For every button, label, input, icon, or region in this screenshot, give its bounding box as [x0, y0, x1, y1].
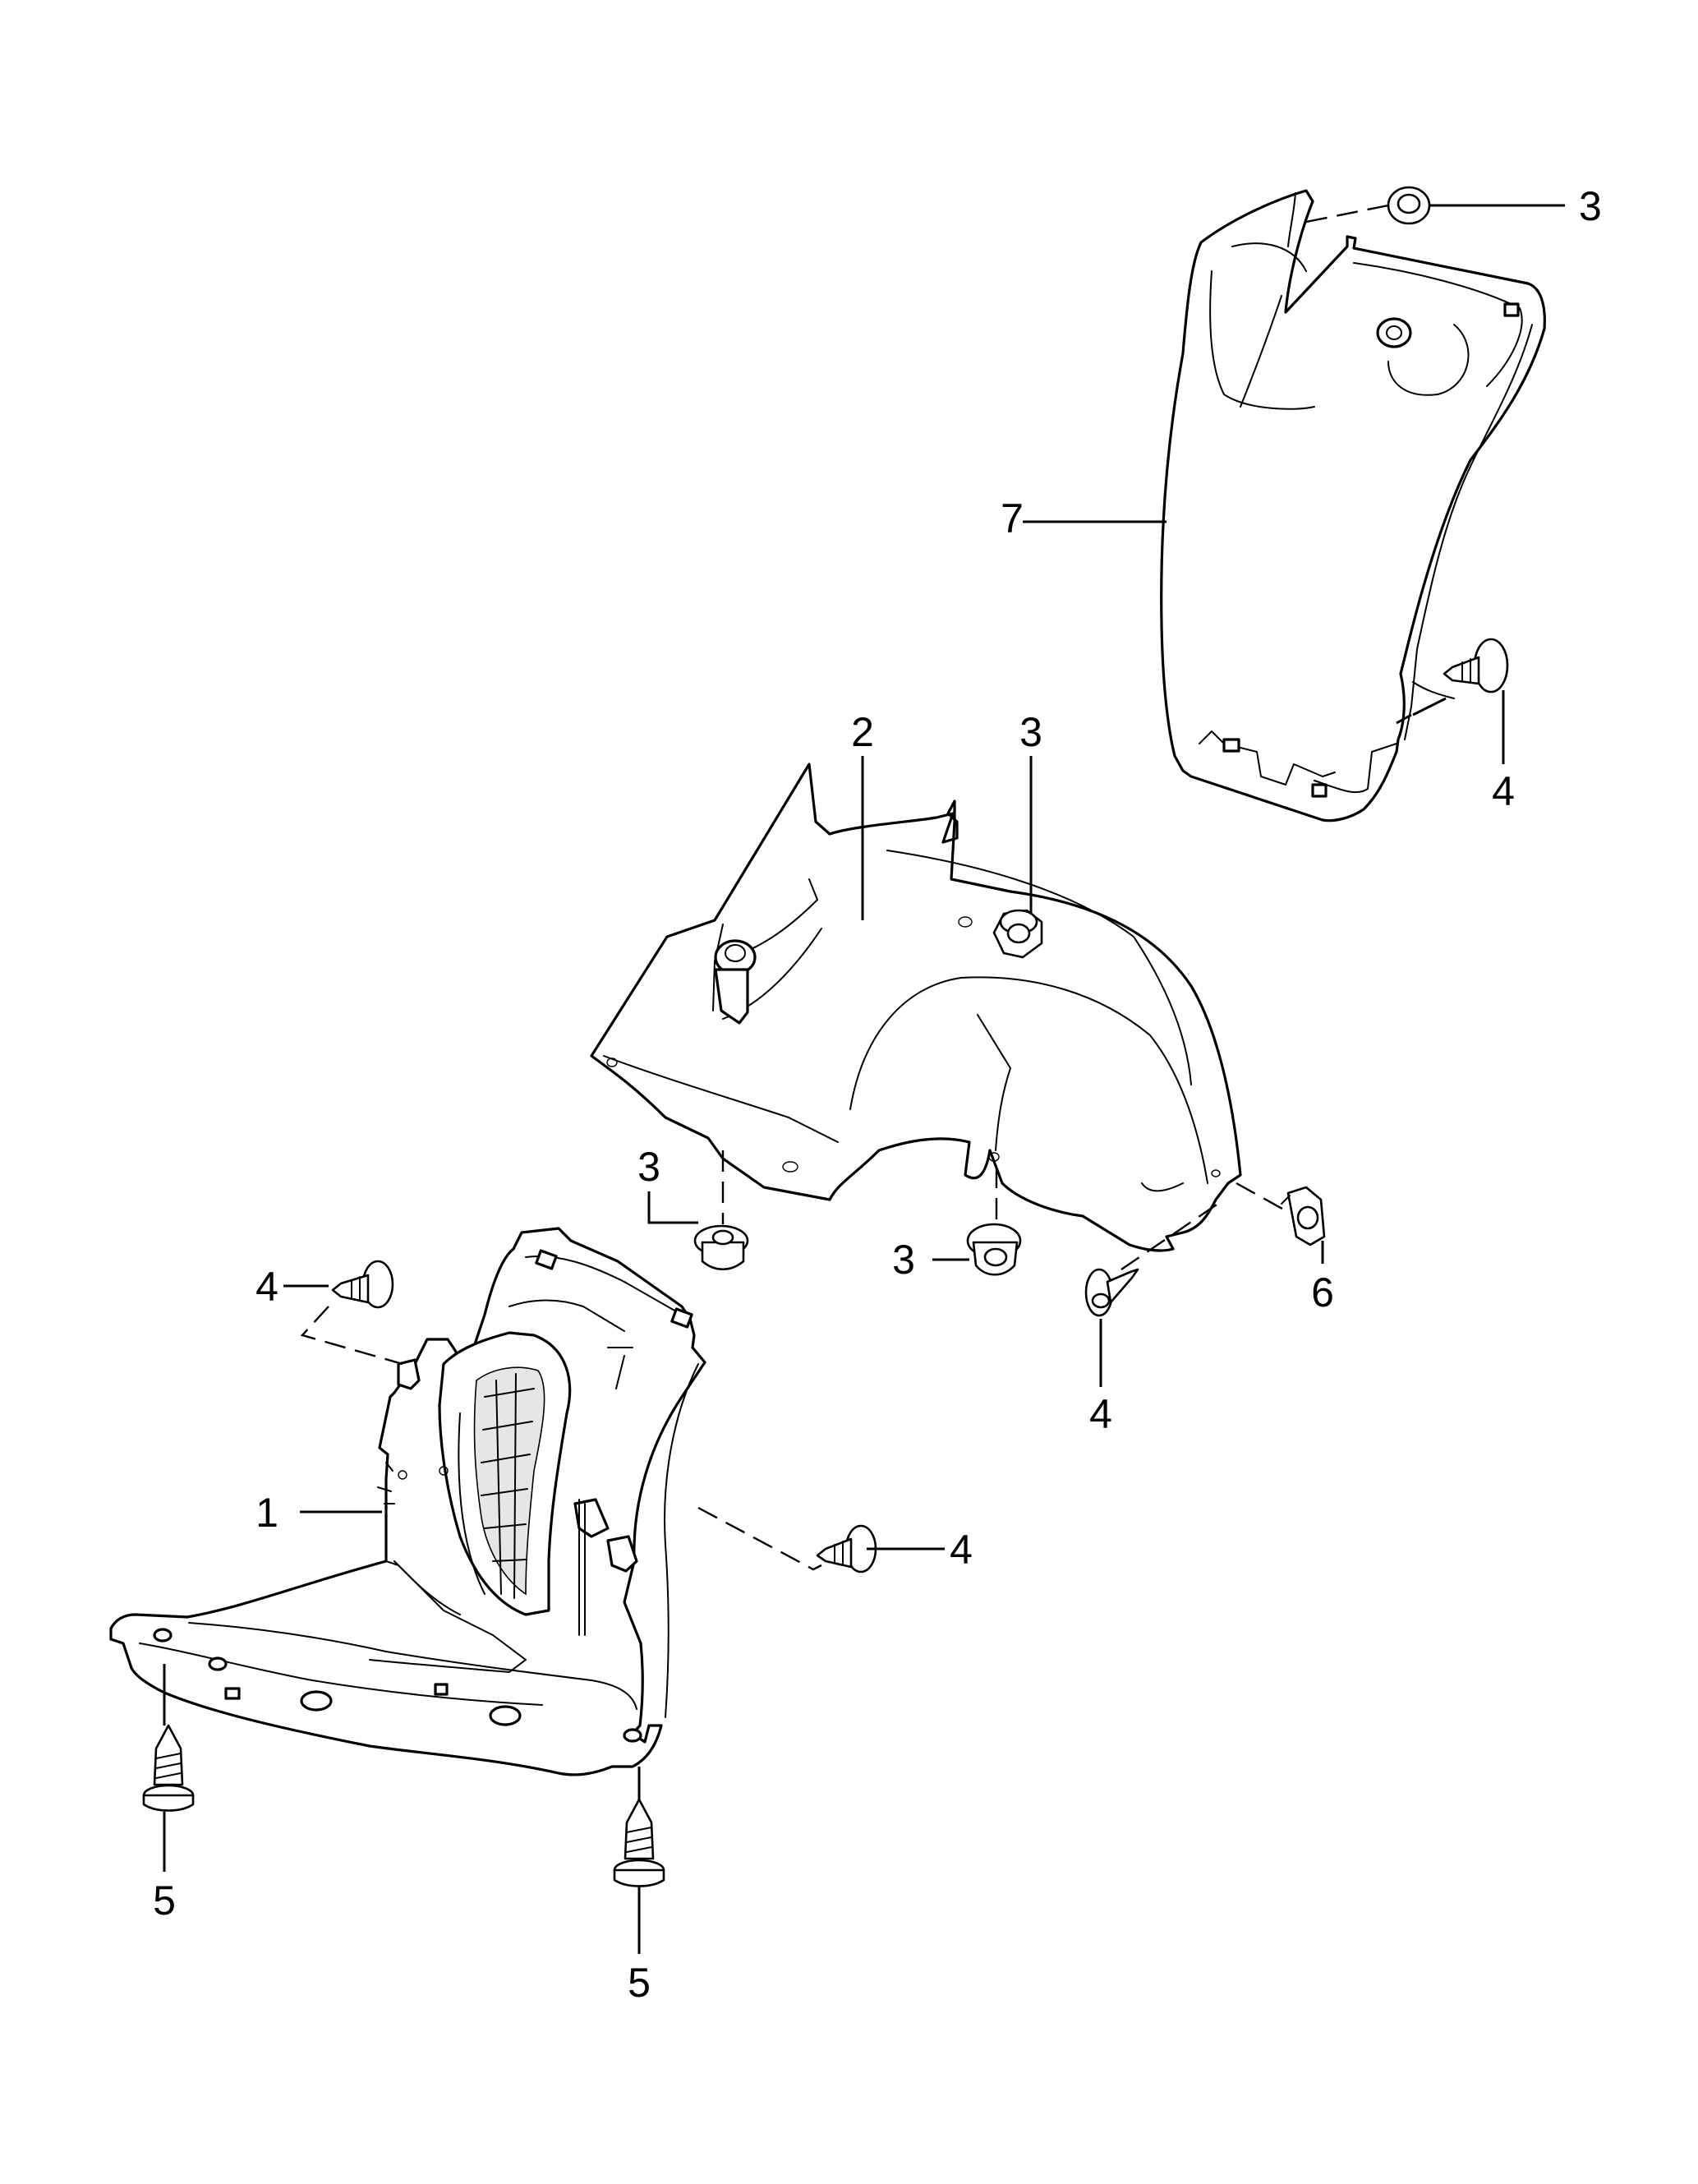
- callout-3-upper-middle: 3: [1019, 709, 1042, 755]
- nut-3-top: [1387, 186, 1431, 225]
- screw-4-left: [331, 1260, 394, 1309]
- screw-4-bottom-middle: [816, 1524, 877, 1573]
- nut-3-lower-right: [966, 1223, 1022, 1276]
- callout-4-top-right: 4: [1492, 768, 1515, 814]
- callout-6: 6: [1311, 1269, 1334, 1315]
- bolt-5-right: [613, 1798, 665, 1887]
- callout-1: 1: [255, 1490, 278, 1536]
- callout-labels: 1 2 3 3 3 3 4 4 4 4 5 5 6 7: [153, 183, 1602, 2006]
- nut-3-lower-left: [693, 1224, 749, 1271]
- part-2-wheel-housing-liner: [590, 763, 1242, 1252]
- leader-lines: [163, 204, 1565, 1954]
- part-1-wheel-housing-liner-duct: [109, 1227, 706, 1776]
- clip-nut-6: [1281, 1186, 1326, 1246]
- assembly-lines: [300, 204, 1389, 1571]
- callout-3-top: 3: [1579, 183, 1602, 229]
- callout-4-bottom-middle: 4: [950, 1527, 973, 1573]
- callout-2: 2: [851, 709, 874, 755]
- callout-4-middle-right: 4: [1089, 1391, 1112, 1437]
- callout-4-left: 4: [255, 1264, 278, 1310]
- callout-3-lower-right: 3: [892, 1237, 915, 1283]
- nut-3-upper-middle: [992, 909, 1043, 959]
- callout-5-right: 5: [628, 1960, 651, 2006]
- callout-3-lower-left: 3: [637, 1144, 660, 1190]
- callout-7: 7: [1001, 495, 1024, 541]
- callout-5-left: 5: [153, 1878, 176, 1924]
- screw-4-middle-right: [1084, 1268, 1139, 1317]
- screw-4-top-right: [1443, 638, 1509, 693]
- part-7-wheel-housing-liner: [1160, 189, 1546, 822]
- bolt-5-left: [142, 1724, 195, 1812]
